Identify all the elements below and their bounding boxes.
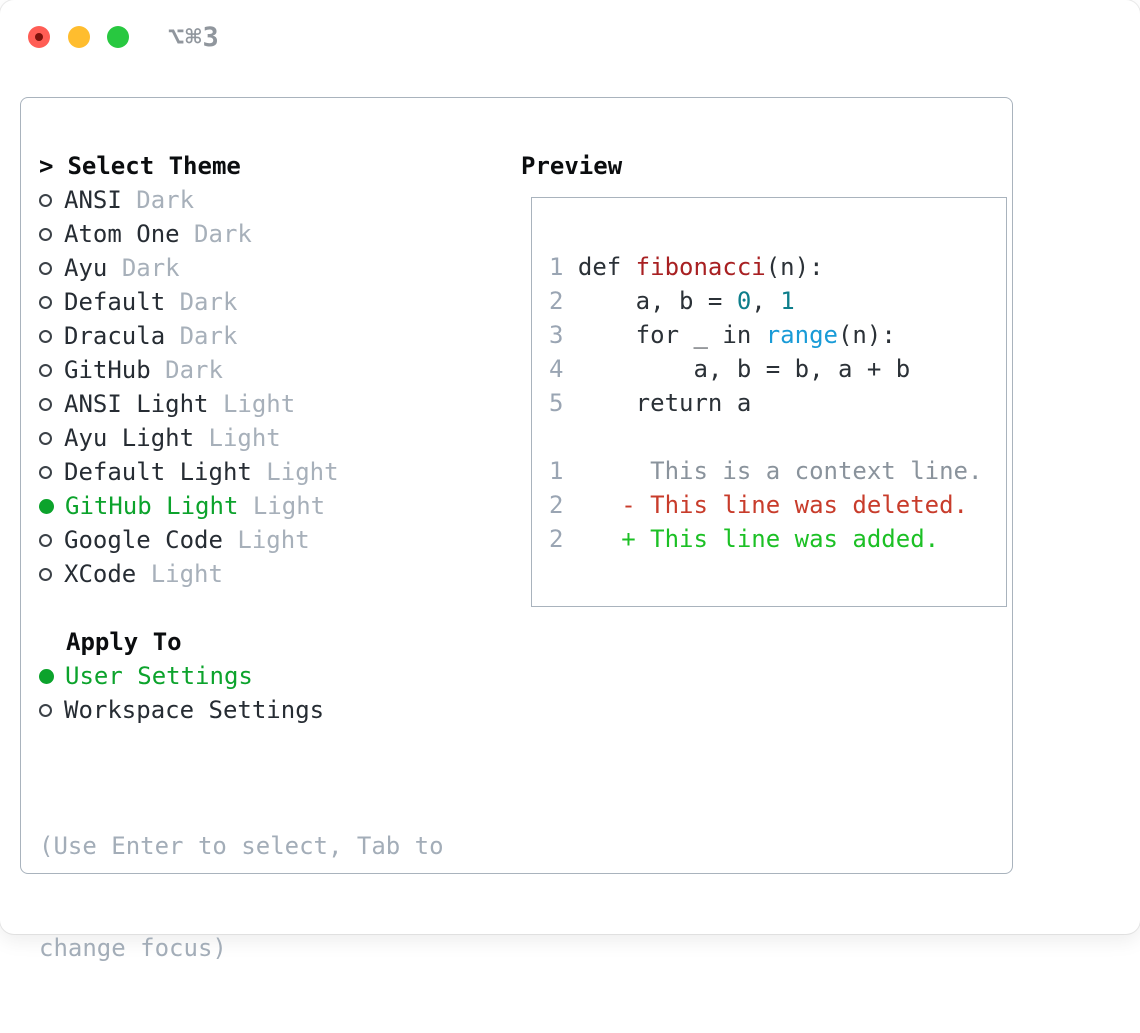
theme-badge: Light bbox=[252, 492, 326, 520]
theme-option-google-code-light[interactable]: Google Code Light bbox=[39, 523, 444, 557]
code-line: 4 a, b = b, a + b bbox=[549, 355, 911, 383]
theme-option-default-dark[interactable]: Default Dark bbox=[39, 285, 444, 319]
radio-icon bbox=[39, 261, 52, 275]
code-line: 2 a, b = 0, 1 bbox=[549, 287, 795, 315]
theme-badge: Dark bbox=[136, 186, 195, 214]
hint-line-2: change focus) bbox=[39, 934, 227, 962]
radio-icon bbox=[39, 363, 52, 377]
radio-icon bbox=[39, 431, 52, 445]
hint-line-1: (Use Enter to select, Tab to bbox=[39, 832, 444, 860]
theme-badge: Light bbox=[150, 560, 223, 588]
radio-selected-icon bbox=[39, 668, 54, 684]
theme-picker-panel: > Select Theme ANSI Dark Atom One Dark Ay… bbox=[20, 97, 1013, 962]
theme-option-ayu-dark[interactable]: Ayu Dark bbox=[39, 251, 444, 285]
diff-context-line: 1 This is a context line. bbox=[549, 457, 983, 485]
radio-icon bbox=[39, 295, 52, 309]
theme-badge: Light bbox=[208, 424, 281, 452]
window-title-shortcut: ⌥⌘3 bbox=[168, 22, 220, 53]
number-token: 1 bbox=[780, 287, 795, 315]
theme-list: > Select Theme ANSI Dark Atom One Dark Ay… bbox=[39, 149, 444, 1033]
code-line: 5 return a bbox=[549, 389, 752, 417]
theme-option-atom-one-dark[interactable]: Atom One Dark bbox=[39, 217, 444, 251]
number-token: 0 bbox=[736, 287, 752, 315]
theme-option-default-light[interactable]: Default Light Light bbox=[39, 455, 444, 489]
theme-badge: Light bbox=[237, 526, 310, 554]
app-window: ⌥⌘3 > Select Theme ANSI Dark Atom One Dar… bbox=[0, 0, 1140, 962]
theme-option-dracula-dark[interactable]: Dracula Dark bbox=[39, 319, 444, 353]
code-line: 3 for _ in range(n): bbox=[549, 321, 896, 349]
apply-to-workspace-settings[interactable]: Workspace Settings bbox=[39, 693, 444, 727]
radio-icon bbox=[39, 193, 52, 207]
theme-badge: Dark bbox=[194, 220, 252, 248]
theme-badge: Dark bbox=[179, 288, 238, 316]
close-button[interactable] bbox=[28, 26, 50, 48]
radio-icon bbox=[39, 567, 52, 581]
radio-icon bbox=[39, 533, 52, 547]
theme-badge: Dark bbox=[179, 322, 238, 350]
theme-option-ansi-light[interactable]: ANSI Light Light bbox=[39, 387, 444, 421]
zoom-button[interactable] bbox=[107, 26, 129, 48]
theme-option-xcode-light[interactable]: XCode Light bbox=[39, 557, 444, 591]
preview-title: Preview bbox=[521, 152, 623, 180]
radio-icon bbox=[39, 703, 52, 717]
select-theme-header: > Select Theme bbox=[39, 149, 444, 183]
minimize-button[interactable] bbox=[68, 26, 90, 48]
theme-badge: Light bbox=[266, 458, 339, 486]
select-theme-title: Select Theme bbox=[67, 152, 241, 180]
radio-icon bbox=[39, 397, 52, 411]
cursor-icon: > bbox=[39, 152, 54, 180]
apply-to-user-settings[interactable]: User Settings bbox=[39, 659, 444, 693]
theme-option-github-dark[interactable]: GitHub Dark bbox=[39, 353, 444, 387]
theme-badge: Light bbox=[222, 390, 296, 418]
radio-icon bbox=[39, 465, 52, 479]
radio-icon bbox=[39, 329, 52, 343]
theme-badge: Dark bbox=[165, 356, 223, 384]
builtin-token: range bbox=[765, 321, 838, 349]
diff-added-line: 2 + This line was added. bbox=[549, 525, 940, 553]
keyboard-hint: (Use Enter to select, Tab to change focu… bbox=[39, 761, 444, 1033]
titlebar: ⌥⌘3 bbox=[0, 0, 1140, 72]
apply-to-title: Apply To bbox=[66, 628, 182, 656]
theme-option-github-light[interactable]: GitHub Light Light bbox=[39, 489, 444, 523]
diff-deleted-line: 2 - This line was deleted. bbox=[549, 491, 969, 519]
radio-icon bbox=[39, 227, 52, 241]
apply-to-header: Apply To bbox=[39, 625, 444, 659]
theme-option-ansi-dark[interactable]: ANSI Dark bbox=[39, 183, 444, 217]
theme-badge: Dark bbox=[121, 254, 180, 282]
theme-option-ayu-light[interactable]: Ayu Light Light bbox=[39, 421, 444, 455]
function-name-token: fibonacci bbox=[635, 253, 766, 281]
radio-selected-icon bbox=[39, 498, 54, 514]
